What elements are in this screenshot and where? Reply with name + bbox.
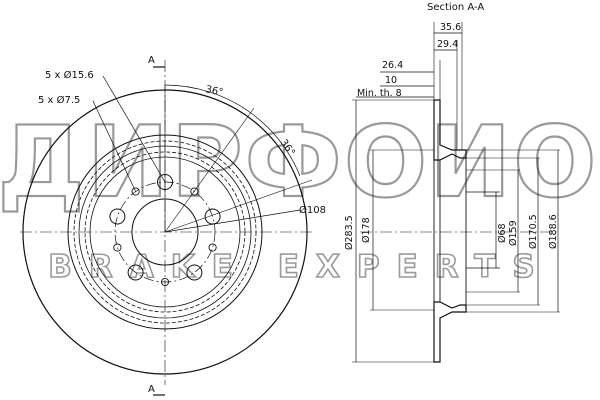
bolt-hole xyxy=(109,208,126,225)
angle-ref-line xyxy=(164,179,313,233)
watermark-brand: ДИРФОИО xyxy=(0,106,598,220)
small-hole xyxy=(208,243,217,252)
small-holes-label: 5 x Ø7.5 xyxy=(38,94,80,106)
front-view xyxy=(20,60,313,396)
leader-small-holes xyxy=(92,100,136,192)
bolt-holes-label: 5 x Ø15.6 xyxy=(45,69,94,81)
dia-188-6: Ø188.6 xyxy=(548,214,559,249)
bolt-hole xyxy=(127,264,144,281)
angle-ref-line xyxy=(164,107,255,233)
angle-arc-1 xyxy=(164,84,252,114)
watermark-tagline: BRAKE EXPERTS xyxy=(48,249,551,285)
angle-arc-2 xyxy=(250,112,301,177)
small-hole xyxy=(131,187,140,196)
min-thickness: Min. th. 8 xyxy=(357,88,402,99)
dia-68: Ø68 xyxy=(497,223,508,243)
dia-170-5: Ø170.5 xyxy=(528,214,539,249)
dim-10: 10 xyxy=(385,75,397,86)
dim-35-6: 35.6 xyxy=(440,22,461,33)
section-label-bottom: A xyxy=(148,384,155,395)
leader-pcd xyxy=(164,209,301,233)
small-hole xyxy=(190,187,199,196)
section-profile-lower xyxy=(433,301,467,363)
section-view xyxy=(352,14,560,363)
section-label-top: A xyxy=(148,55,155,66)
small-hole xyxy=(113,243,122,252)
dia-159: Ø159 xyxy=(508,220,519,246)
angle-label-1: 36° xyxy=(204,84,224,98)
dim-29-4: 29.4 xyxy=(437,39,458,50)
pcd-label: Ø108 xyxy=(299,204,326,216)
section-title: Section A-A xyxy=(427,2,484,13)
section-view-labels: Section A-A 35.6 29.4 26.4 10 Min. th. 8… xyxy=(344,2,559,250)
leader-bolt-holes xyxy=(102,75,166,183)
bolt-hole xyxy=(186,264,203,281)
dia-178: Ø178 xyxy=(361,217,372,243)
dim-26-4: 26.4 xyxy=(382,60,403,71)
watermark: ДИРФОИО BRAKE EXPERTS xyxy=(0,105,598,286)
dia-283-5: Ø283.5 xyxy=(344,215,355,250)
